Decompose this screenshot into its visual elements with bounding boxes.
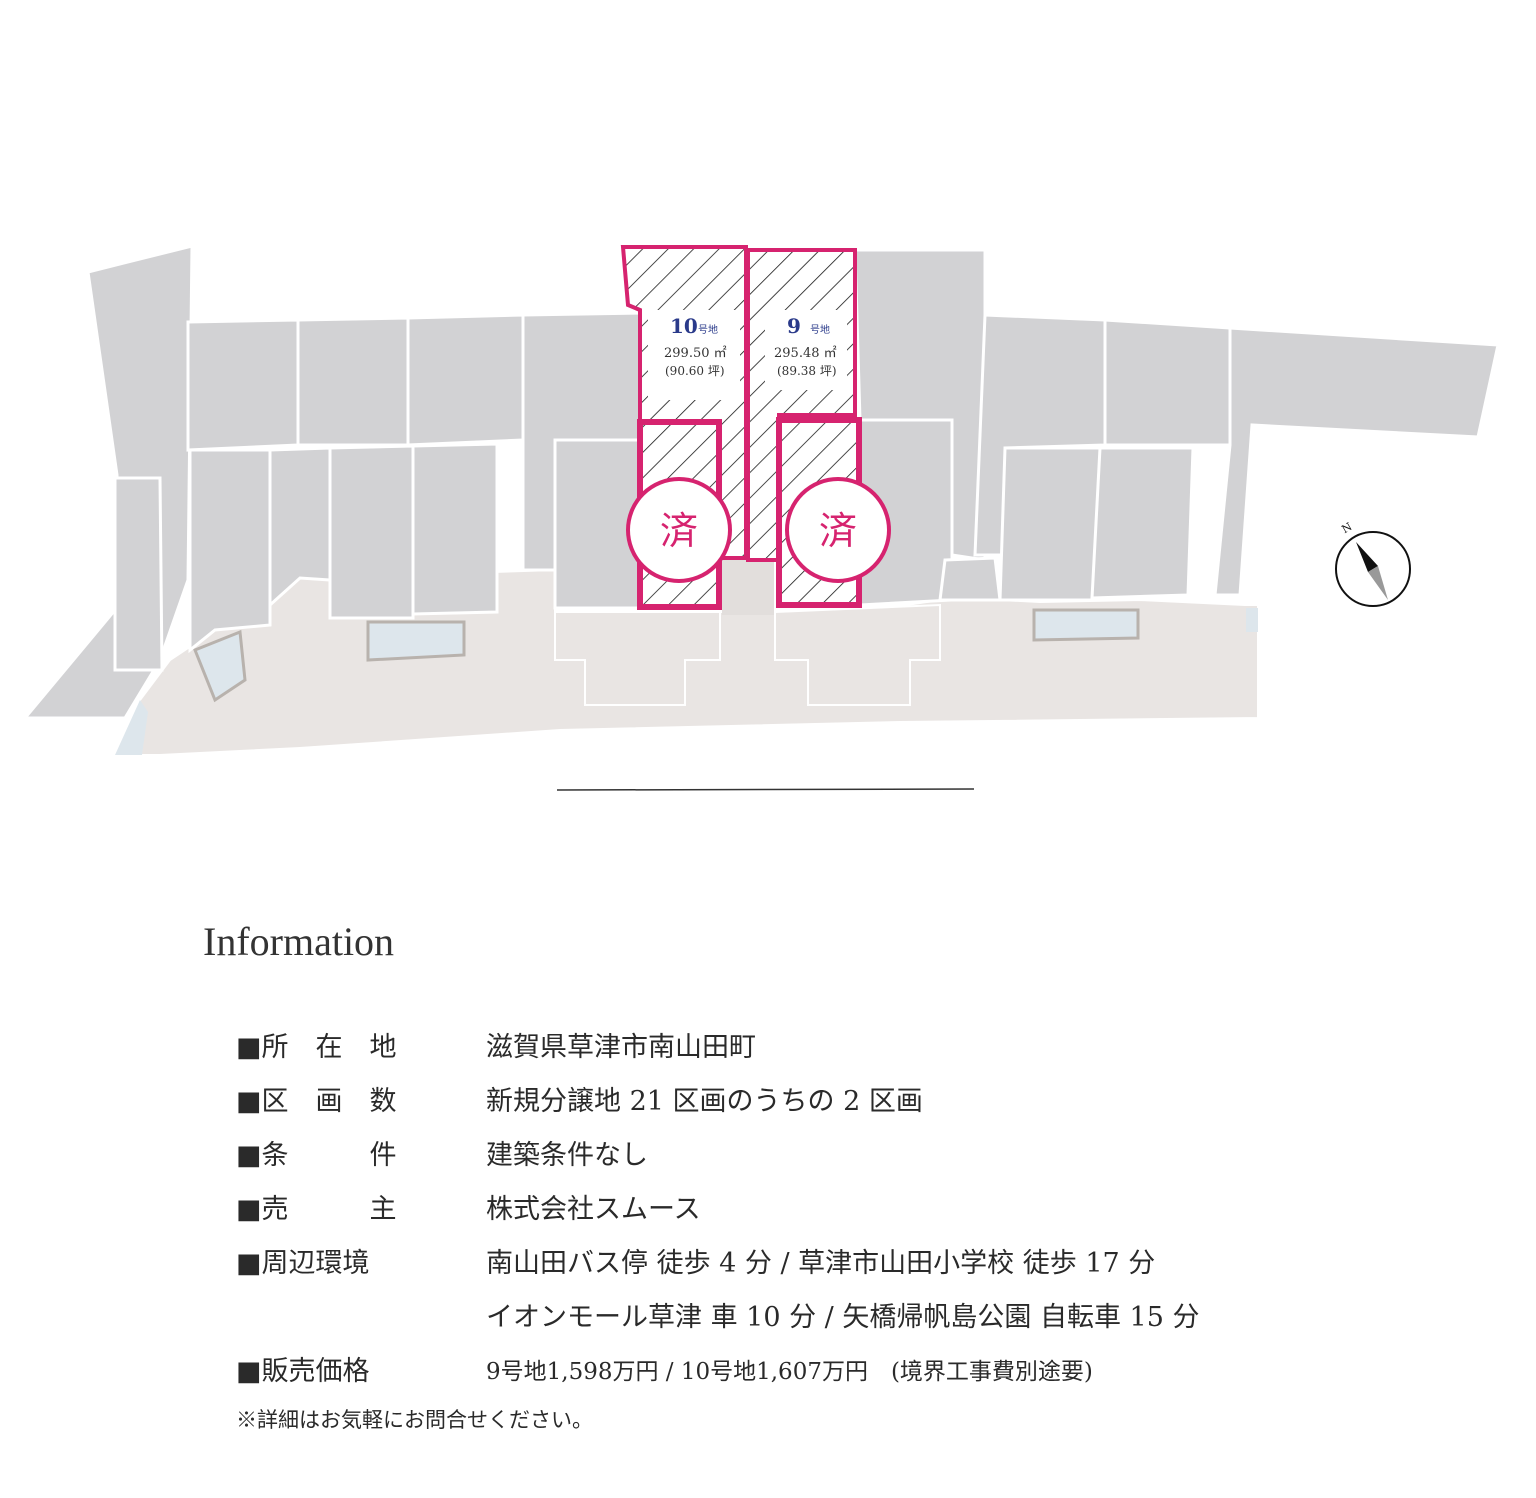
road-notch-right <box>774 603 941 706</box>
lot-area: 295.48 ㎡ <box>774 346 837 361</box>
lot-suffix: 号地 <box>810 323 830 336</box>
water-channel <box>115 700 148 755</box>
info-row-surroundings: ■周辺環境 南山田バス停 徒歩 4 分 / 草津市山田小学校 徒歩 17 分 <box>236 1241 1436 1281</box>
water-channel <box>193 629 247 703</box>
lot-number: 10 <box>670 314 698 338</box>
info-value: 9号地1,598万円 / 10号地1,607万円 (境界工事費別途要) <box>486 1359 1093 1385</box>
info-value: イオンモール草津 車 10 分 / 矢橋帰帆島公園 自転車 15 分 <box>486 1302 1200 1333</box>
info-key: ■売 主 <box>236 1194 397 1225</box>
contact-note: ※詳細はお気軽にお問合せください。 <box>236 1408 593 1432</box>
divider <box>556 788 975 791</box>
lot-10[interactable]: 10 号地 299.50 ㎡ (90.60 坪) 済 <box>620 245 748 610</box>
info-row-price: ■販売価格 9号地1,598万円 / 10号地1,607万円 (境界工事費別途要… <box>236 1349 1436 1389</box>
info-row-lots: ■区 画 数 新規分譲地 21 区画のうちの 2 区画 <box>236 1079 1436 1119</box>
lot-suffix: 号地 <box>698 323 718 336</box>
info-title: Information <box>203 919 395 964</box>
site-plan-map: 10 号地 299.50 ㎡ (90.60 坪) 済 9 号地 295.48 ㎡… <box>21 244 1500 791</box>
lot-9[interactable]: 9 号地 295.48 ㎡ (89.38 坪) 済 <box>746 248 891 608</box>
lot-tsubo: (90.60 坪) <box>665 364 725 378</box>
lot-number: 9 <box>787 314 801 338</box>
info-value: 滋賀県草津市南山田町 <box>486 1032 756 1063</box>
info-row-seller: ■売 主 株式会社スムース <box>236 1187 1436 1227</box>
north-label: N <box>1340 520 1355 536</box>
info-key: ■販売価格 <box>236 1356 370 1387</box>
north-arrow-compass: N <box>1335 520 1411 607</box>
info-row-surroundings-cont: イオンモール草津 車 10 分 / 矢橋帰帆島公園 自転車 15 分 <box>236 1295 1436 1335</box>
road-notch-left <box>554 611 721 706</box>
sold-badge-text: 済 <box>819 509 857 553</box>
info-value: 株式会社スムース <box>486 1194 701 1225</box>
lot-tsubo: (89.38 坪) <box>777 364 837 378</box>
info-row-conditions: ■条 件 建築条件なし <box>236 1133 1436 1173</box>
info-value: 建築条件なし <box>486 1140 648 1171</box>
water-channel <box>366 620 466 662</box>
water-channel <box>1032 608 1140 642</box>
info-value: 南山田バス停 徒歩 4 分 / 草津市山田小学校 徒歩 17 分 <box>486 1248 1156 1279</box>
sold-badge <box>785 477 891 583</box>
info-key: ■条 件 <box>236 1140 397 1171</box>
road-gap <box>722 560 774 615</box>
parcels <box>21 244 1500 720</box>
lot-area: 299.50 ㎡ <box>664 346 727 361</box>
sold-badge <box>626 477 732 583</box>
info-value: 新規分譲地 21 区画のうちの 2 区画 <box>486 1086 923 1117</box>
info-key: ■所 在 地 <box>236 1032 397 1063</box>
sold-badge-text: 済 <box>660 509 698 553</box>
water-channel <box>1246 608 1258 632</box>
info-key: ■区 画 数 <box>236 1086 397 1117</box>
info-key: ■周辺環境 <box>236 1248 370 1279</box>
info-row-location: ■所 在 地 滋賀県草津市南山田町 <box>236 1025 1436 1065</box>
